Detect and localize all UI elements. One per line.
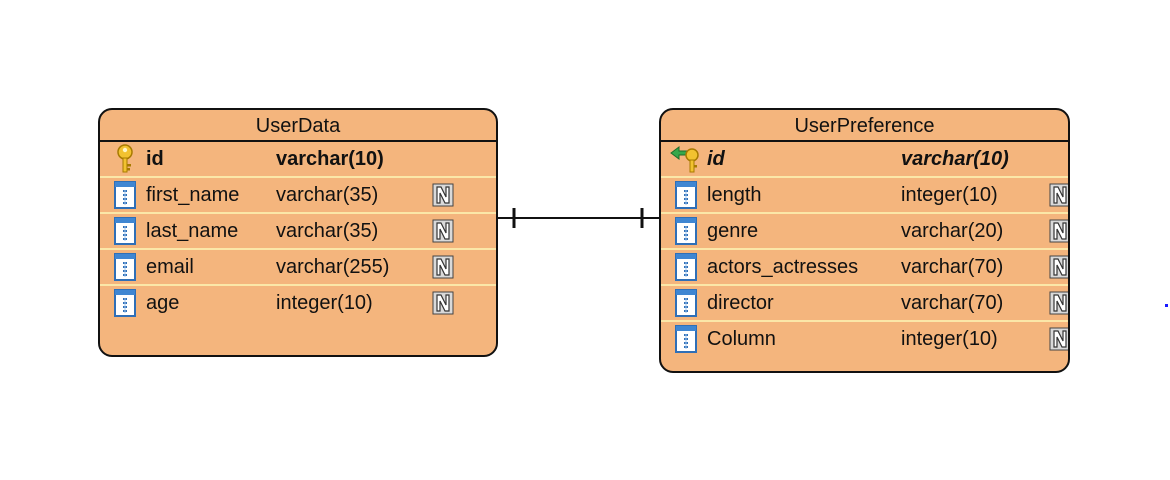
column-type: varchar(70) [901, 256, 1004, 278]
column-name: id [146, 148, 164, 170]
column-row-first-name[interactable]: first_name varchar(35) [100, 178, 496, 214]
column-row-actors-actresses[interactable]: actors_actresses varchar(70) [661, 250, 1068, 286]
column-row-email[interactable]: email varchar(255) [100, 250, 496, 286]
column-icon [114, 253, 136, 281]
nullable-n-icon [1049, 327, 1068, 351]
column-name: Column [707, 328, 776, 350]
key-icon [117, 144, 133, 173]
column-type: varchar(35) [276, 184, 379, 206]
column-icon [114, 289, 136, 317]
nullable-n-icon [1049, 183, 1068, 207]
column-type: integer(10) [901, 184, 998, 206]
column-icon [114, 181, 136, 209]
column-row-age[interactable]: age integer(10) [100, 286, 496, 322]
entity-title: UserData [100, 110, 496, 142]
column-name: director [707, 292, 774, 314]
column-type: varchar(70) [901, 292, 1004, 314]
column-type: varchar(35) [276, 220, 379, 242]
column-row-length[interactable]: length integer(10) [661, 178, 1068, 214]
connector-anchor-dot [1165, 304, 1168, 307]
column-row-column[interactable]: Column integer(10) [661, 322, 1068, 358]
entity-columns: id varchar(10) length integer(10) genre varch… [661, 142, 1068, 358]
entity-userdata[interactable]: UserData id varchar(10) first_name varchar(… [98, 108, 498, 357]
nullable-n-icon [1049, 291, 1068, 315]
column-icon [114, 217, 136, 245]
nullable-n-icon [432, 255, 454, 279]
column-name: id [707, 148, 725, 170]
column-type: integer(10) [901, 328, 998, 350]
column-name: actors_actresses [707, 256, 859, 278]
nullable-n-icon [432, 183, 454, 207]
nullable-n-icon [432, 291, 454, 315]
column-icon [675, 253, 697, 281]
column-type: varchar(20) [901, 220, 1004, 242]
column-name: first_name [146, 184, 240, 206]
entity-userpreference[interactable]: UserPreference id varchar(10) length intege… [659, 108, 1070, 373]
column-type: varchar(10) [276, 148, 384, 170]
column-row-director[interactable]: director varchar(70) [661, 286, 1068, 322]
foreign-key-icon [670, 146, 699, 173]
entity-title: UserPreference [661, 110, 1068, 142]
column-name: email [146, 256, 194, 278]
column-icon [675, 289, 697, 317]
column-type: varchar(10) [901, 148, 1009, 170]
column-row-id[interactable]: id varchar(10) [100, 142, 496, 178]
column-type: varchar(255) [276, 256, 390, 278]
column-icon [675, 325, 697, 353]
column-row-id[interactable]: id varchar(10) [661, 142, 1068, 178]
column-name: genre [707, 220, 759, 242]
column-name: last_name [146, 220, 239, 242]
column-row-last-name[interactable]: last_name varchar(35) [100, 214, 496, 250]
column-name: age [146, 292, 180, 314]
nullable-n-icon [432, 219, 454, 243]
column-icon [675, 181, 697, 209]
nullable-n-icon [1049, 219, 1068, 243]
nullable-n-icon [1049, 255, 1068, 279]
column-icon [675, 217, 697, 245]
column-name: length [707, 184, 762, 206]
column-type: integer(10) [276, 292, 373, 314]
column-row-genre[interactable]: genre varchar(20) [661, 214, 1068, 250]
